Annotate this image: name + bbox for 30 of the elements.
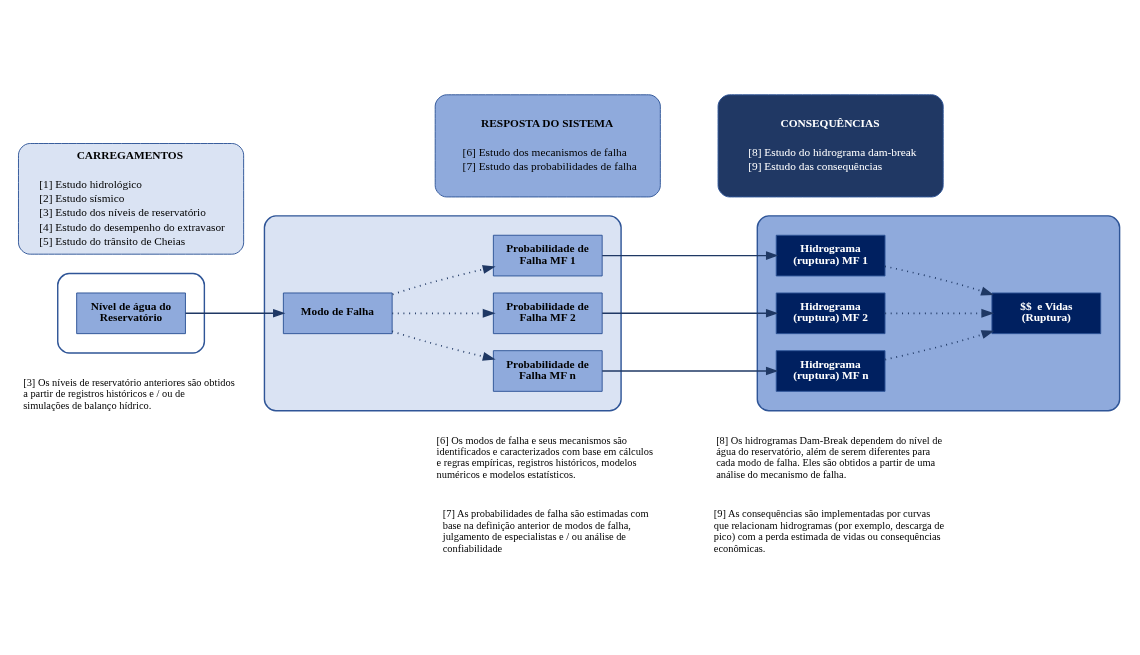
arrow xyxy=(884,265,994,296)
label: [9] As consequências são implementadas por curvas que relacionam hidrogramas (por exemplo, descarga de pico) com a perda estimada de vidas ou consequências econômicas. xyxy=(713,508,945,554)
arrow xyxy=(391,330,496,361)
node-box: Probabilidade de Falha MF n xyxy=(492,350,603,392)
node-box: Hidrograma (ruptura) MF n xyxy=(775,350,886,392)
cluster xyxy=(263,215,622,412)
node-box: Modo de Falha xyxy=(282,292,393,335)
node-box: RESPOSTA DO SISTEMA [6] Estudo dos mecanismos de falha [7] Estudo das probabilidades de falha xyxy=(434,94,661,198)
node-box: Hidrograma (ruptura) MF 2 xyxy=(775,292,886,335)
arrow xyxy=(391,265,496,296)
node-box: CARREGAMENTOS [1] Estudo hidrológico [2] Estudo sísmico [3] Estudo dos níveis de reservatório [4] Estudo do desempenho do extravasor [5] Estudo do trânsito de Cheias xyxy=(18,143,245,255)
label: [8] Os hidrogramas Dam-Break dependem do nível de água do reservatório, além de serem diferentes para cada modo de falha. Eles são obtidos a partir de uma análise do mecanismo de falha. xyxy=(716,434,943,480)
node-box: Hidrograma (ruptura) MF 1 xyxy=(775,234,886,277)
arrow xyxy=(601,366,779,376)
cluster xyxy=(57,272,206,354)
node-box: Nível de água do Reservatório xyxy=(76,292,186,335)
label: [7] As probabilidades de falha são estimadas com base na definição anterior de modos de falha, julgamento de especialistas e / ou análise de confiabilidade xyxy=(442,508,649,554)
cluster xyxy=(756,215,1121,412)
arrow xyxy=(601,251,779,260)
node-box: CONSEQUÊNCIAS [8] Estudo do hidrograma dam-break [9] Estudo das consequências xyxy=(717,94,944,198)
label: [3] Os níveis de reservatório anteriores são obtidos a partir de registros históricos e / ou de simulações de balanço hídrico. xyxy=(23,376,235,411)
arrow xyxy=(884,308,995,318)
arrow xyxy=(601,309,779,318)
node-box: Probabilidade de Falha MF 1 xyxy=(492,234,603,277)
node-box: $$ e Vidas (Ruptura) xyxy=(991,292,1102,335)
arrow xyxy=(884,330,995,361)
node-box: Probabilidade de Falha MF 2 xyxy=(492,292,603,335)
label: [6] Os modos de falha e seus mecanismos são identificados e caracterizados com base em cálculos e regras empíricas, registros históricos, modelos numéricos e modelos estatísticos. xyxy=(436,434,653,480)
arrow xyxy=(184,309,286,318)
arrow xyxy=(391,308,496,318)
